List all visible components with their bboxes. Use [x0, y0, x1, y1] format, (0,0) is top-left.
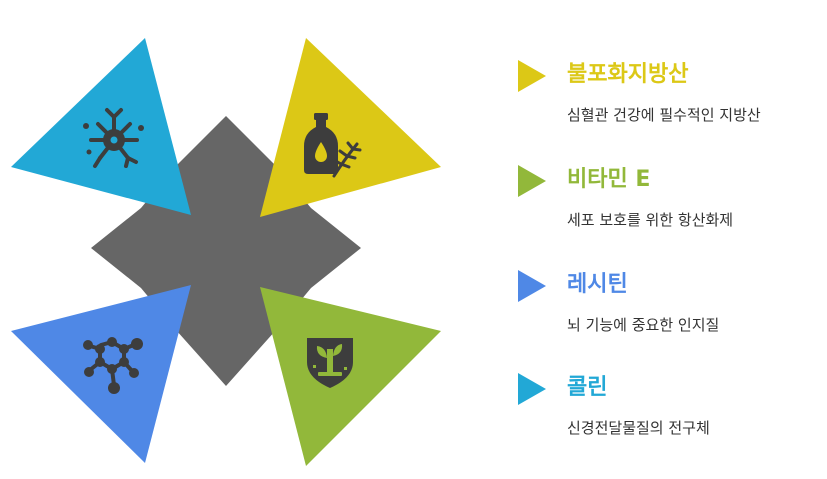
plant-shield-icon — [307, 338, 353, 388]
neuron-icon — [83, 108, 144, 168]
molecule-icon — [83, 337, 143, 394]
triangle-marker-icon — [518, 60, 546, 92]
triangle-unsaturated-fat — [260, 38, 441, 217]
oil-bottle-herb-icon — [304, 113, 362, 178]
triangle-vitamin-e — [260, 287, 441, 466]
center-cross-shape — [91, 116, 361, 386]
legend-description: 뇌 기능에 중요한 인지질 — [567, 316, 720, 334]
legend-title: 콜린 — [567, 375, 608, 400]
legend-title: 레시틴 — [567, 272, 628, 297]
nutrient-diagram — [11, 38, 441, 466]
legend-description: 신경전달물질의 전구체 — [567, 419, 710, 437]
legend-title: 비타민 E — [567, 167, 651, 192]
legend-description: 심혈관 건강에 필수적인 지방산 — [567, 106, 761, 124]
legend-title: 불포화지방산 — [567, 62, 689, 87]
triangle-marker-icon — [518, 165, 546, 197]
triangle-marker-icon — [518, 373, 546, 405]
triangle-marker-icon — [518, 270, 546, 302]
legend-description: 세포 보호를 위한 항산화제 — [567, 211, 734, 229]
triangle-lecithin — [11, 285, 191, 463]
